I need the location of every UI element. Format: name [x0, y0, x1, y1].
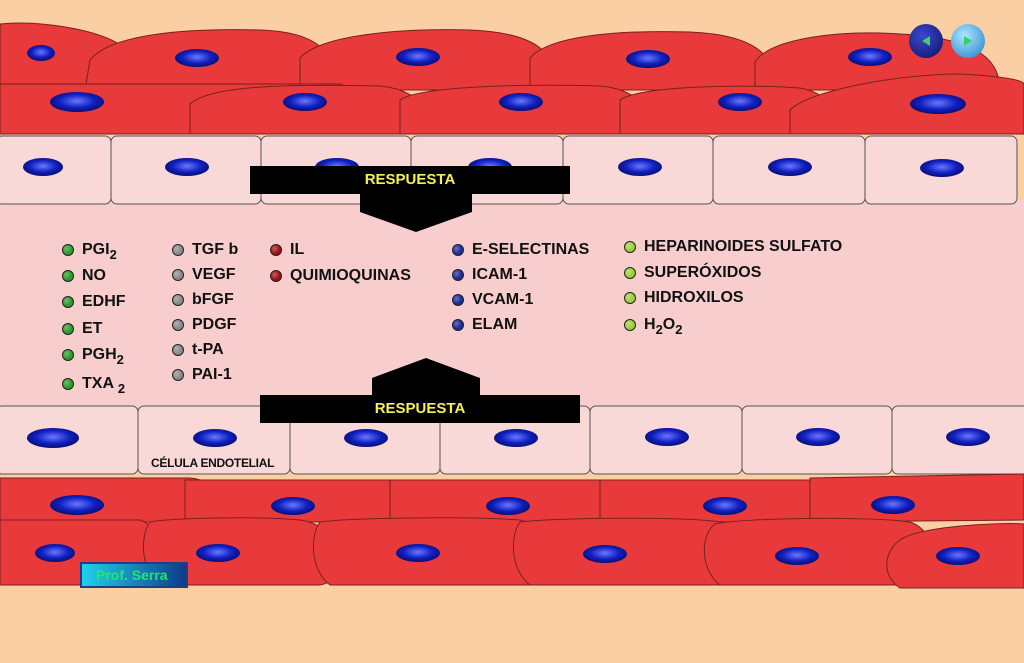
- mediator-label: EDHF: [82, 293, 126, 310]
- bullet-icon: [270, 244, 282, 256]
- bullet-icon: [624, 267, 636, 279]
- bullet-icon: [624, 319, 636, 331]
- bullet-icon: [270, 270, 282, 282]
- bullet-icon: [452, 294, 464, 306]
- top-response-arrow: [250, 166, 570, 232]
- bullet-icon: [62, 323, 74, 335]
- top-response-label: RESPUESTA: [364, 171, 456, 188]
- mediator-label: TGF b: [192, 241, 239, 258]
- bottom-endothelium-nuclei: [27, 428, 990, 448]
- bullet-icon: [62, 244, 74, 256]
- next-slide-button[interactable]: [951, 24, 985, 58]
- bullet-icon: [62, 270, 74, 282]
- bullet-icon: [172, 344, 184, 356]
- bullet-icon: [452, 319, 464, 331]
- bullet-icon: [452, 269, 464, 281]
- bullet-icon: [172, 294, 184, 306]
- mediator-label: HEPARINOIDES SULFATO: [644, 238, 843, 255]
- bullet-icon: [172, 244, 184, 256]
- bullet-icon: [172, 369, 184, 381]
- mediator-label: t-PA: [192, 341, 224, 358]
- bullet-icon: [62, 296, 74, 308]
- bullet-icon: [62, 349, 74, 361]
- mediator-label: VCAM-1: [472, 291, 534, 308]
- mediator-label: ELAM: [472, 316, 518, 333]
- vessel-lumen: [0, 200, 1024, 410]
- mediator-label: H2O2: [644, 316, 683, 337]
- mediator-label: PGH2: [82, 346, 124, 367]
- mediator-label: TXA 2: [82, 375, 126, 396]
- author-button[interactable]: Prof. Serra: [80, 562, 188, 588]
- mediator-label: VEGF: [192, 266, 236, 283]
- mediator-label: PDGF: [192, 316, 237, 333]
- mediator-label: PAI-1: [192, 366, 232, 383]
- mediator-label: QUIMIOQUINAS: [290, 267, 411, 284]
- mediator-label: bFGF: [192, 291, 234, 308]
- endothelial-cell-caption: CÉLULA ENDOTELIAL: [151, 456, 275, 470]
- next-arrow-icon: [964, 36, 972, 46]
- mediator-label: SUPERÓXIDOS: [644, 264, 762, 281]
- mediator-label: ET: [82, 320, 103, 337]
- top-muscle-layer: [0, 22, 1024, 135]
- mediator-label: ICAM-1: [472, 266, 528, 283]
- bullet-icon: [624, 292, 636, 304]
- mediator-label: PGI2: [82, 241, 117, 262]
- bullet-icon: [172, 269, 184, 281]
- prev-arrow-icon: [922, 36, 930, 46]
- mediator-label: HIDROXILOS: [644, 289, 744, 306]
- prev-slide-button[interactable]: [909, 24, 943, 58]
- bullet-icon: [62, 378, 74, 390]
- bottom-muscle-nuclei: [35, 495, 980, 565]
- bottom-response-arrow: [260, 358, 580, 423]
- mediator-label: E-SELECTINAS: [472, 241, 590, 258]
- bullet-icon: [624, 241, 636, 253]
- mediator-label: NO: [82, 267, 106, 284]
- bullet-icon: [172, 319, 184, 331]
- bullet-icon: [452, 244, 464, 256]
- bottom-response-label: RESPUESTA: [374, 400, 466, 417]
- top-muscle-nuclei: [27, 45, 966, 114]
- mediator-label: IL: [290, 241, 305, 258]
